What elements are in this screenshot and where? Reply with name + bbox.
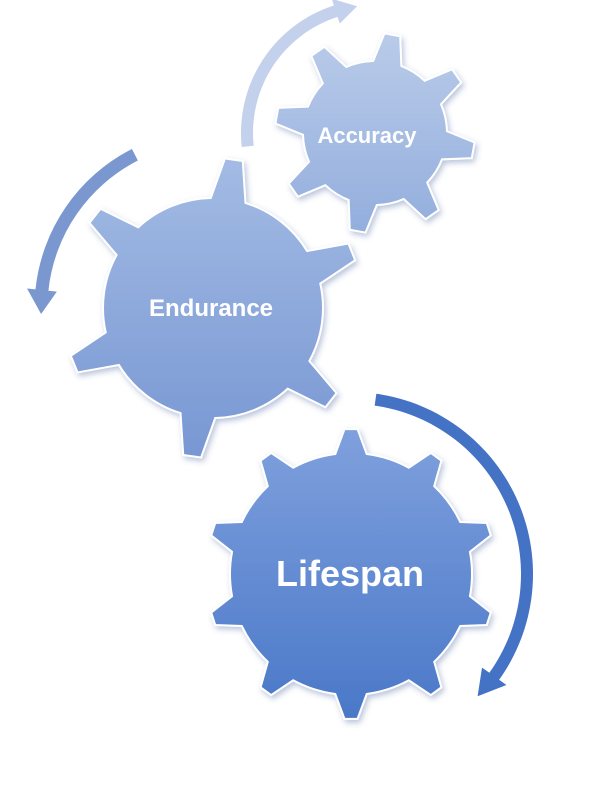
lifespan-gear <box>210 428 492 720</box>
accuracy-label: Accuracy <box>317 123 417 148</box>
accuracy-rotation-arrow <box>241 0 358 148</box>
lifespan-rotation-arrow <box>374 393 533 697</box>
endurance-rotation-arrow <box>27 148 138 315</box>
accuracy-gear <box>274 32 476 234</box>
endurance-gear <box>69 157 357 459</box>
endurance-label: Endurance <box>149 295 273 322</box>
lifespan-label: Lifespan <box>276 553 424 594</box>
